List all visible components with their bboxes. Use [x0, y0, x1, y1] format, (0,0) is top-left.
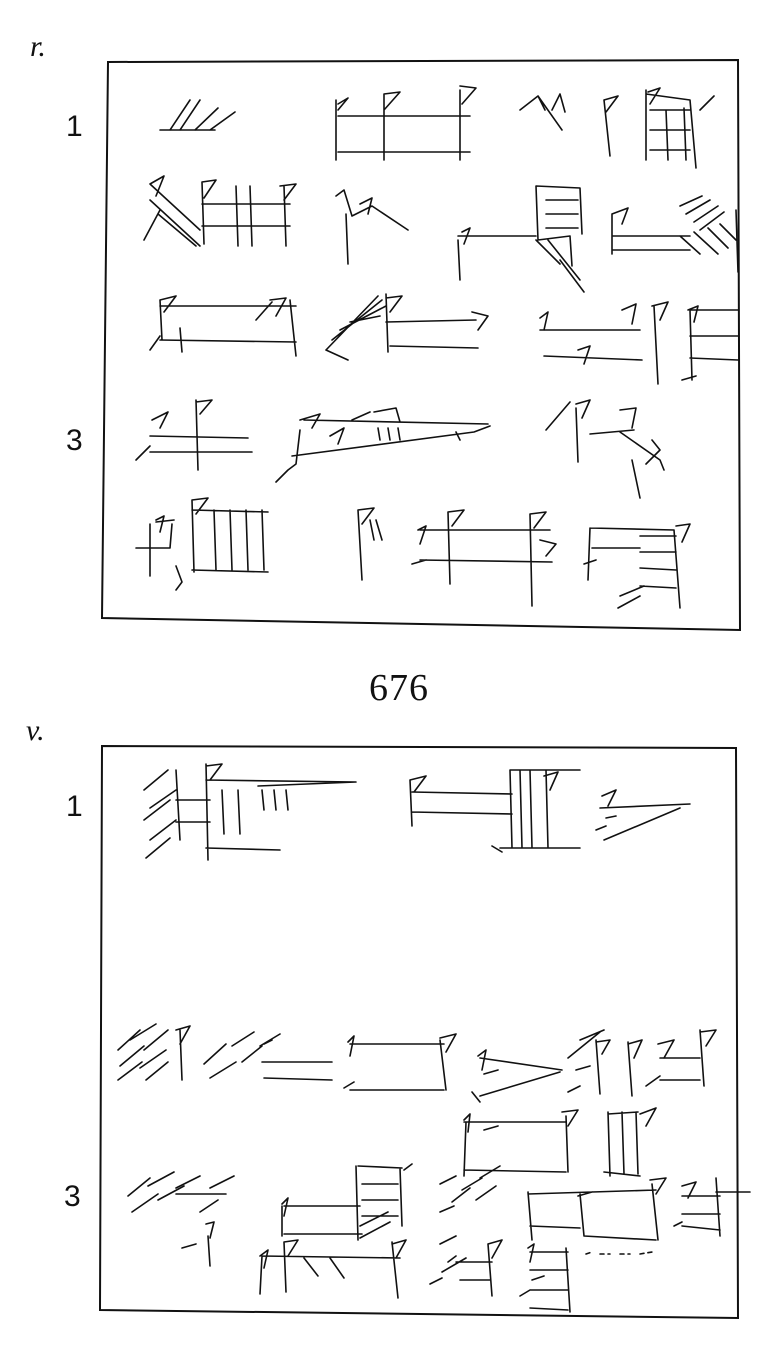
reverse-cuneiform-signs: [117, 763, 751, 1313]
obverse-cuneiform-signs: [135, 85, 739, 609]
obverse-tablet-drawing: [100, 58, 742, 632]
obverse-side-label: r.: [30, 30, 46, 63]
reverse-side-label: v.: [26, 714, 45, 747]
obverse-line-number-1: 1: [66, 110, 83, 143]
reverse-line-number-1: 1: [66, 790, 83, 823]
plate-number: 676: [369, 667, 429, 709]
obverse-line-number-3: 3: [66, 424, 83, 457]
reverse-tablet-drawing: [98, 744, 751, 1320]
reverse-line-number-3: 3: [64, 1180, 81, 1213]
